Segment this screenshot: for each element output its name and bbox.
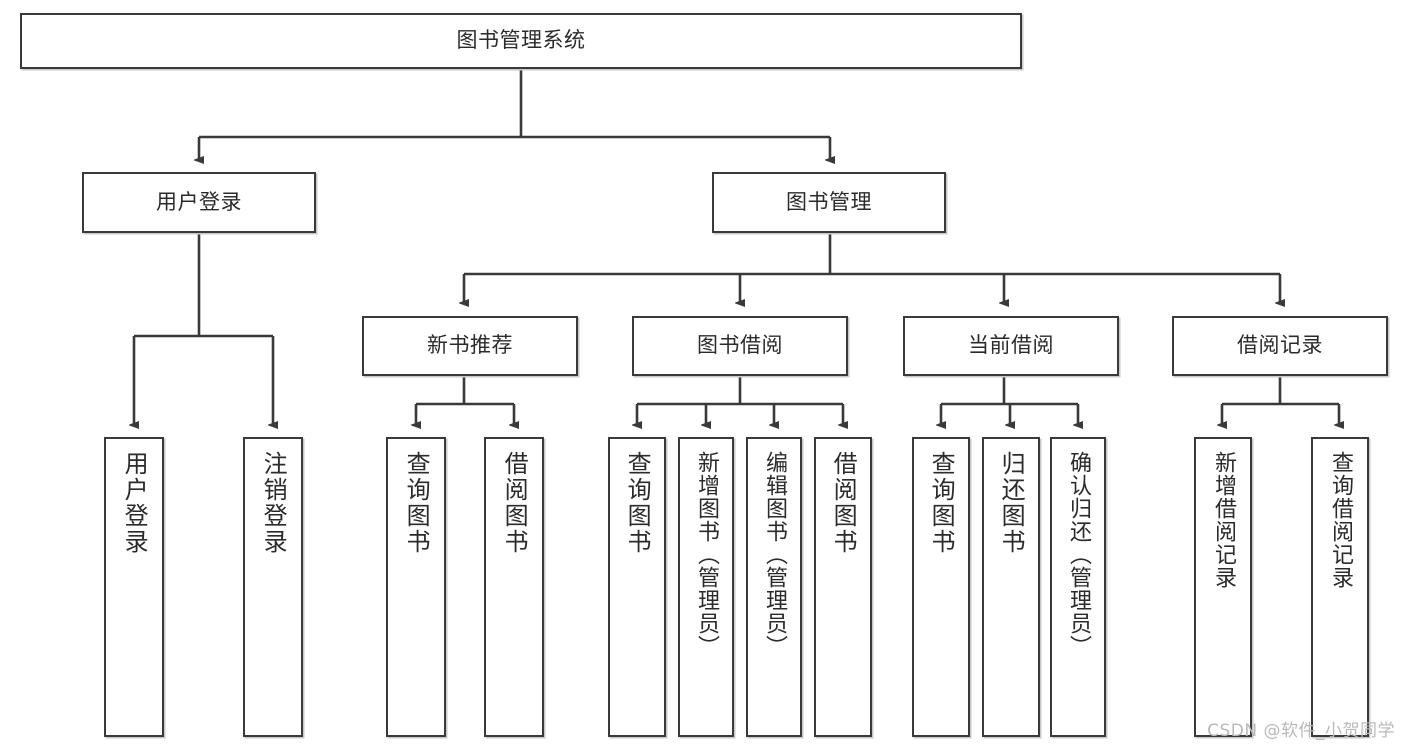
node-book-mgmt-label: 图书管理 [786,189,872,214]
node-current-borrow-label: 当前借阅 [968,333,1054,358]
node-leaf-borrow-book-1-label: 借阅图书 [500,451,529,555]
node-user-login-label: 用户登录 [156,189,242,214]
node-leaf-confirm-return-label: 确认归还（管理员） [1065,451,1091,658]
node-leaf-confirm-return[interactable]: 确认归还（管理员） [1050,437,1106,737]
node-leaf-add-record-label: 新增借阅记录 [1210,451,1236,589]
node-user-login[interactable]: 用户登录 [82,172,316,233]
node-leaf-query-book-2[interactable]: 查询图书 [608,437,666,737]
node-leaf-return-book[interactable]: 归还图书 [982,437,1040,737]
node-current-borrow[interactable]: 当前借阅 [903,316,1119,376]
node-leaf-borrow-book-2-label: 借阅图书 [829,451,858,555]
node-leaf-query-record-label: 查询借阅记录 [1327,451,1353,589]
node-leaf-add-book-label: 新增图书（管理员） [693,451,719,658]
node-leaf-add-book[interactable]: 新增图书（管理员） [678,437,734,737]
node-leaf-return-book-label: 归还图书 [997,451,1026,555]
node-leaf-user-login[interactable]: 用户登录 [104,437,164,737]
node-new-book-rec[interactable]: 新书推荐 [362,316,578,376]
node-leaf-logout-label: 注销登录 [259,451,288,555]
node-root[interactable]: 图书管理系统 [20,13,1022,69]
node-leaf-borrow-book-2[interactable]: 借阅图书 [814,437,872,737]
node-borrow-record[interactable]: 借阅记录 [1172,316,1388,376]
node-leaf-borrow-book-1[interactable]: 借阅图书 [484,437,544,737]
node-leaf-edit-book-label: 编辑图书（管理员） [761,451,787,658]
node-borrow-record-label: 借阅记录 [1237,333,1323,358]
node-leaf-query-book-1[interactable]: 查询图书 [386,437,446,737]
node-leaf-query-book-3[interactable]: 查询图书 [912,437,970,737]
node-leaf-user-login-label: 用户登录 [120,451,149,555]
node-leaf-logout[interactable]: 注销登录 [243,437,303,737]
node-book-mgmt[interactable]: 图书管理 [712,172,946,233]
node-book-borrow[interactable]: 图书借阅 [632,316,848,376]
watermark-text: CSDN @软件_小贺同学 [1207,721,1395,741]
node-new-book-rec-label: 新书推荐 [427,333,513,358]
node-leaf-query-book-1-label: 查询图书 [402,451,431,555]
node-leaf-edit-book[interactable]: 编辑图书（管理员） [746,437,802,737]
node-leaf-query-record[interactable]: 查询借阅记录 [1311,437,1369,737]
node-leaf-query-book-2-label: 查询图书 [623,451,652,555]
node-book-borrow-label: 图书借阅 [697,333,783,358]
node-root-label: 图书管理系统 [456,28,586,53]
node-leaf-query-book-3-label: 查询图书 [927,451,956,555]
node-leaf-add-record[interactable]: 新增借阅记录 [1194,437,1252,737]
